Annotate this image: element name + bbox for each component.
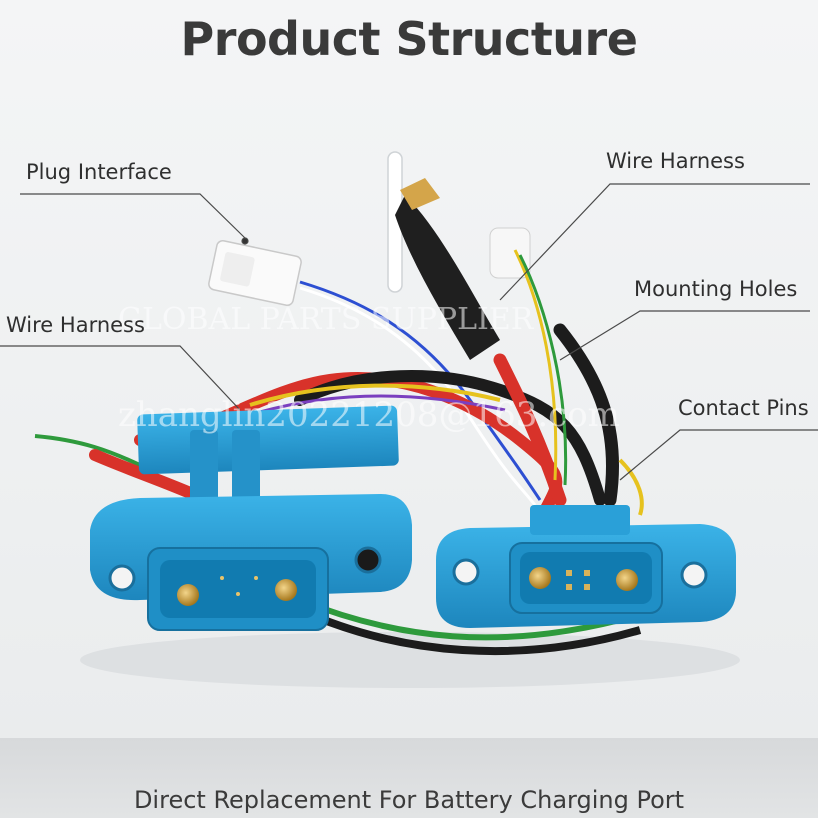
contact-pin-right-b	[616, 569, 638, 591]
right-connector	[436, 505, 736, 628]
left-connector	[90, 405, 412, 631]
label-mounting-holes: Mounting Holes	[634, 277, 798, 301]
white-plug-right	[489, 227, 531, 279]
wire-red-right	[493, 353, 567, 507]
watermark-line2: zhanglin20221208@163.com	[118, 395, 620, 435]
leader-mounting-holes	[559, 310, 810, 361]
wire-green-left	[34, 434, 151, 472]
wire-green-bottom	[298, 597, 621, 641]
mounting-hole-left-a	[108, 564, 136, 592]
wire-green-thin	[518, 254, 568, 486]
wire-black-main	[294, 370, 606, 506]
wire-yellow-right	[618, 458, 644, 516]
wire-red-left	[89, 449, 201, 501]
contact-pin-right-a	[529, 567, 551, 589]
wire-yellow-loop	[249, 383, 501, 407]
leader-wire-harness-top	[499, 183, 810, 301]
wire-black-right	[553, 323, 619, 507]
leader-plug-interface	[20, 193, 246, 239]
wire-yellow-thin	[513, 249, 558, 481]
wire-purple-loop	[259, 394, 506, 414]
black-sleeve	[395, 195, 500, 360]
label-wire-harness-left: Wire Harness	[6, 313, 145, 337]
mounting-hole-left-b	[354, 546, 382, 574]
footer-band	[0, 738, 818, 818]
callout-leaders	[0, 183, 818, 481]
watermark-line1: GLOBAL PARTS SUPPLIER	[118, 302, 534, 337]
contact-pin-left-a	[177, 584, 199, 606]
label-plug-interface: Plug Interface	[26, 160, 172, 184]
leader-wire-harness-left	[0, 345, 241, 411]
mounting-hole-right-a	[452, 558, 480, 586]
wire-black-bottom	[298, 606, 642, 656]
mounting-hole-right-b	[680, 561, 708, 589]
contact-pin-left-b	[275, 579, 297, 601]
leader-contact-pins	[619, 429, 818, 481]
plug-interface-connector	[208, 239, 302, 307]
label-contact-pins: Contact Pins	[678, 396, 809, 420]
page-title: Product Structure	[180, 12, 638, 66]
footer-caption: Direct Replacement For Battery Charging …	[133, 786, 685, 814]
brass-fitting	[400, 178, 440, 210]
label-wire-harness-top: Wire Harness	[606, 149, 745, 173]
